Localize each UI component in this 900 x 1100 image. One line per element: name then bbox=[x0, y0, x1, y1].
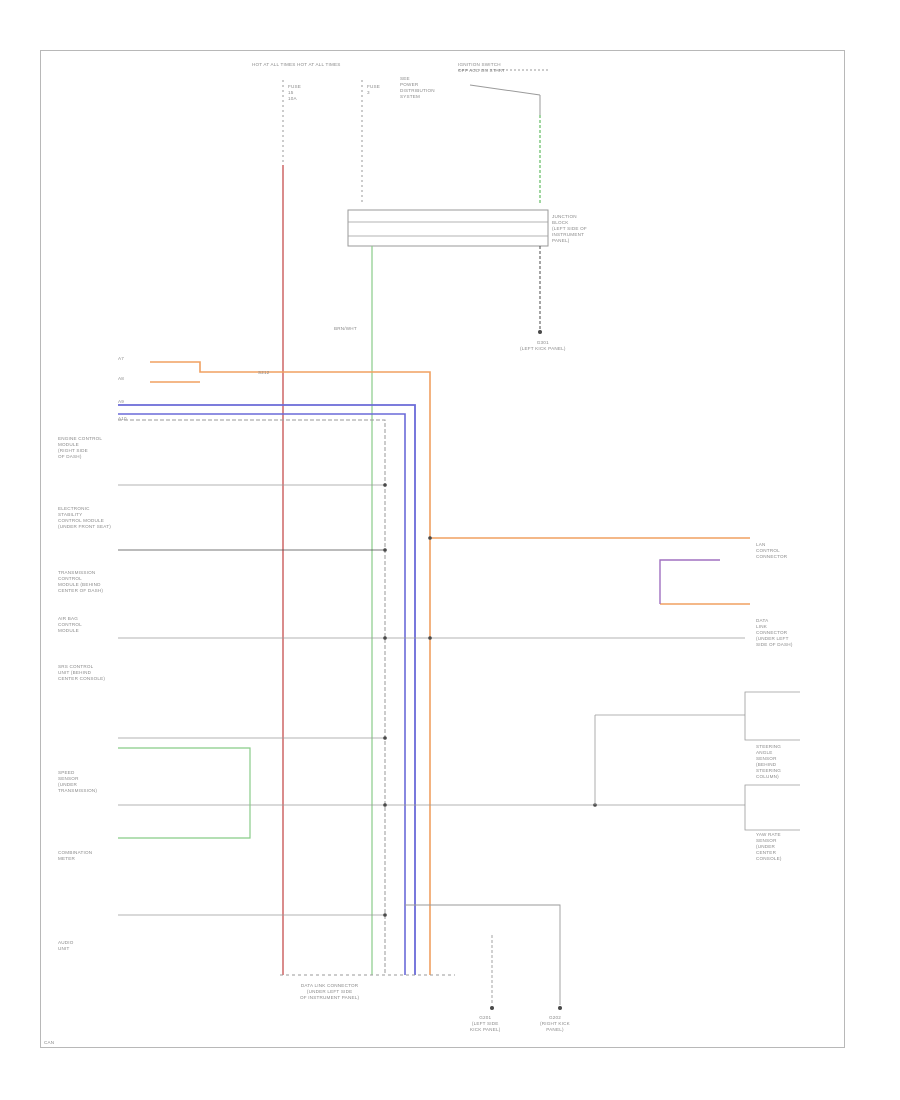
pin-a7-label: A7 bbox=[118, 356, 125, 361]
gray-bus bbox=[118, 419, 386, 975]
steering-angle-sensor-label: STEERING ANGLE SENSOR (BEHIND STEERING C… bbox=[756, 744, 782, 779]
junction-block bbox=[347, 209, 549, 247]
pin-a10-label: A10 bbox=[118, 416, 127, 421]
fuse-mid-label: FUSE 3 bbox=[367, 84, 381, 95]
air-bag-module-label: AIR BAG CONTROL MODULE bbox=[58, 616, 82, 633]
ignition-note-label: SEE POWER DISTRIBUTION SYSTEM bbox=[400, 76, 435, 99]
lan-connector-label: LAN CONTROL CONNECTOR bbox=[756, 542, 788, 559]
speed-loop bbox=[118, 747, 251, 839]
speed-sensor-label: SPEED SENSOR (UNDER TRANSMISSION) bbox=[58, 770, 98, 793]
footer-label: CAN bbox=[44, 1040, 55, 1045]
fuse-left-label: FUSE 15 10A bbox=[288, 84, 302, 101]
ignition-switch-label: IGNITION SWITCH OFF ACC ON START bbox=[458, 62, 506, 73]
combination-meter-label: COMBINATION METER bbox=[58, 850, 93, 861]
splice-label: S212 bbox=[258, 370, 270, 375]
blue-wire-1 bbox=[118, 404, 416, 975]
transmission-module-label: TRANSMISSION CONTROL MODULE (BEHIND CENT… bbox=[58, 570, 104, 593]
brown-wire-label: BRN/WHT bbox=[334, 326, 357, 331]
orange-wire bbox=[150, 361, 431, 975]
ground-g202-label: G202 (RIGHT KICK PANEL) bbox=[540, 1015, 570, 1032]
stability-control-module-label: ELECTRONIC STABILITY CONTROL MODULE (UND… bbox=[58, 506, 111, 529]
junction-block-label: JUNCTION BLOCK (LEFT SIDE OF INSTRUMENT … bbox=[552, 214, 587, 243]
pin-a9-label: A9 bbox=[118, 399, 125, 404]
audio-unit-label: AUDIO UNIT bbox=[58, 940, 74, 951]
data-link-connector-label: DATA LINK CONNECTOR (UNDER LEFT SIDE OF … bbox=[756, 618, 793, 647]
purple-wire bbox=[659, 559, 720, 604]
bottom-connector-label: DATA LINK CONNECTOR (UNDER LEFT SIDE OF … bbox=[300, 983, 360, 1000]
srs-control-unit-label: SRS CONTROL UNIT (BEHIND CENTER CONSOLE) bbox=[58, 664, 106, 681]
blue-wire-2 bbox=[118, 413, 406, 975]
top-power-label: HOT AT ALL TIMES HOT AT ALL TIMES bbox=[252, 62, 341, 67]
yaw-rate-sensor-label: YAW RATE SENSOR (UNDER CENTER CONSOLE) bbox=[756, 832, 782, 861]
diagram-frame bbox=[40, 50, 845, 1048]
engine-control-module-label: ENGINE CONTROL MODULE (RIGHT SIDE OF DAS… bbox=[58, 436, 103, 459]
ground-g201-label: G201 (LEFT SIDE KICK PANEL) bbox=[470, 1015, 501, 1032]
pin-a8-label: A8 bbox=[118, 376, 125, 381]
ground-top-label: G301 (LEFT KICK PANEL) bbox=[520, 340, 566, 351]
